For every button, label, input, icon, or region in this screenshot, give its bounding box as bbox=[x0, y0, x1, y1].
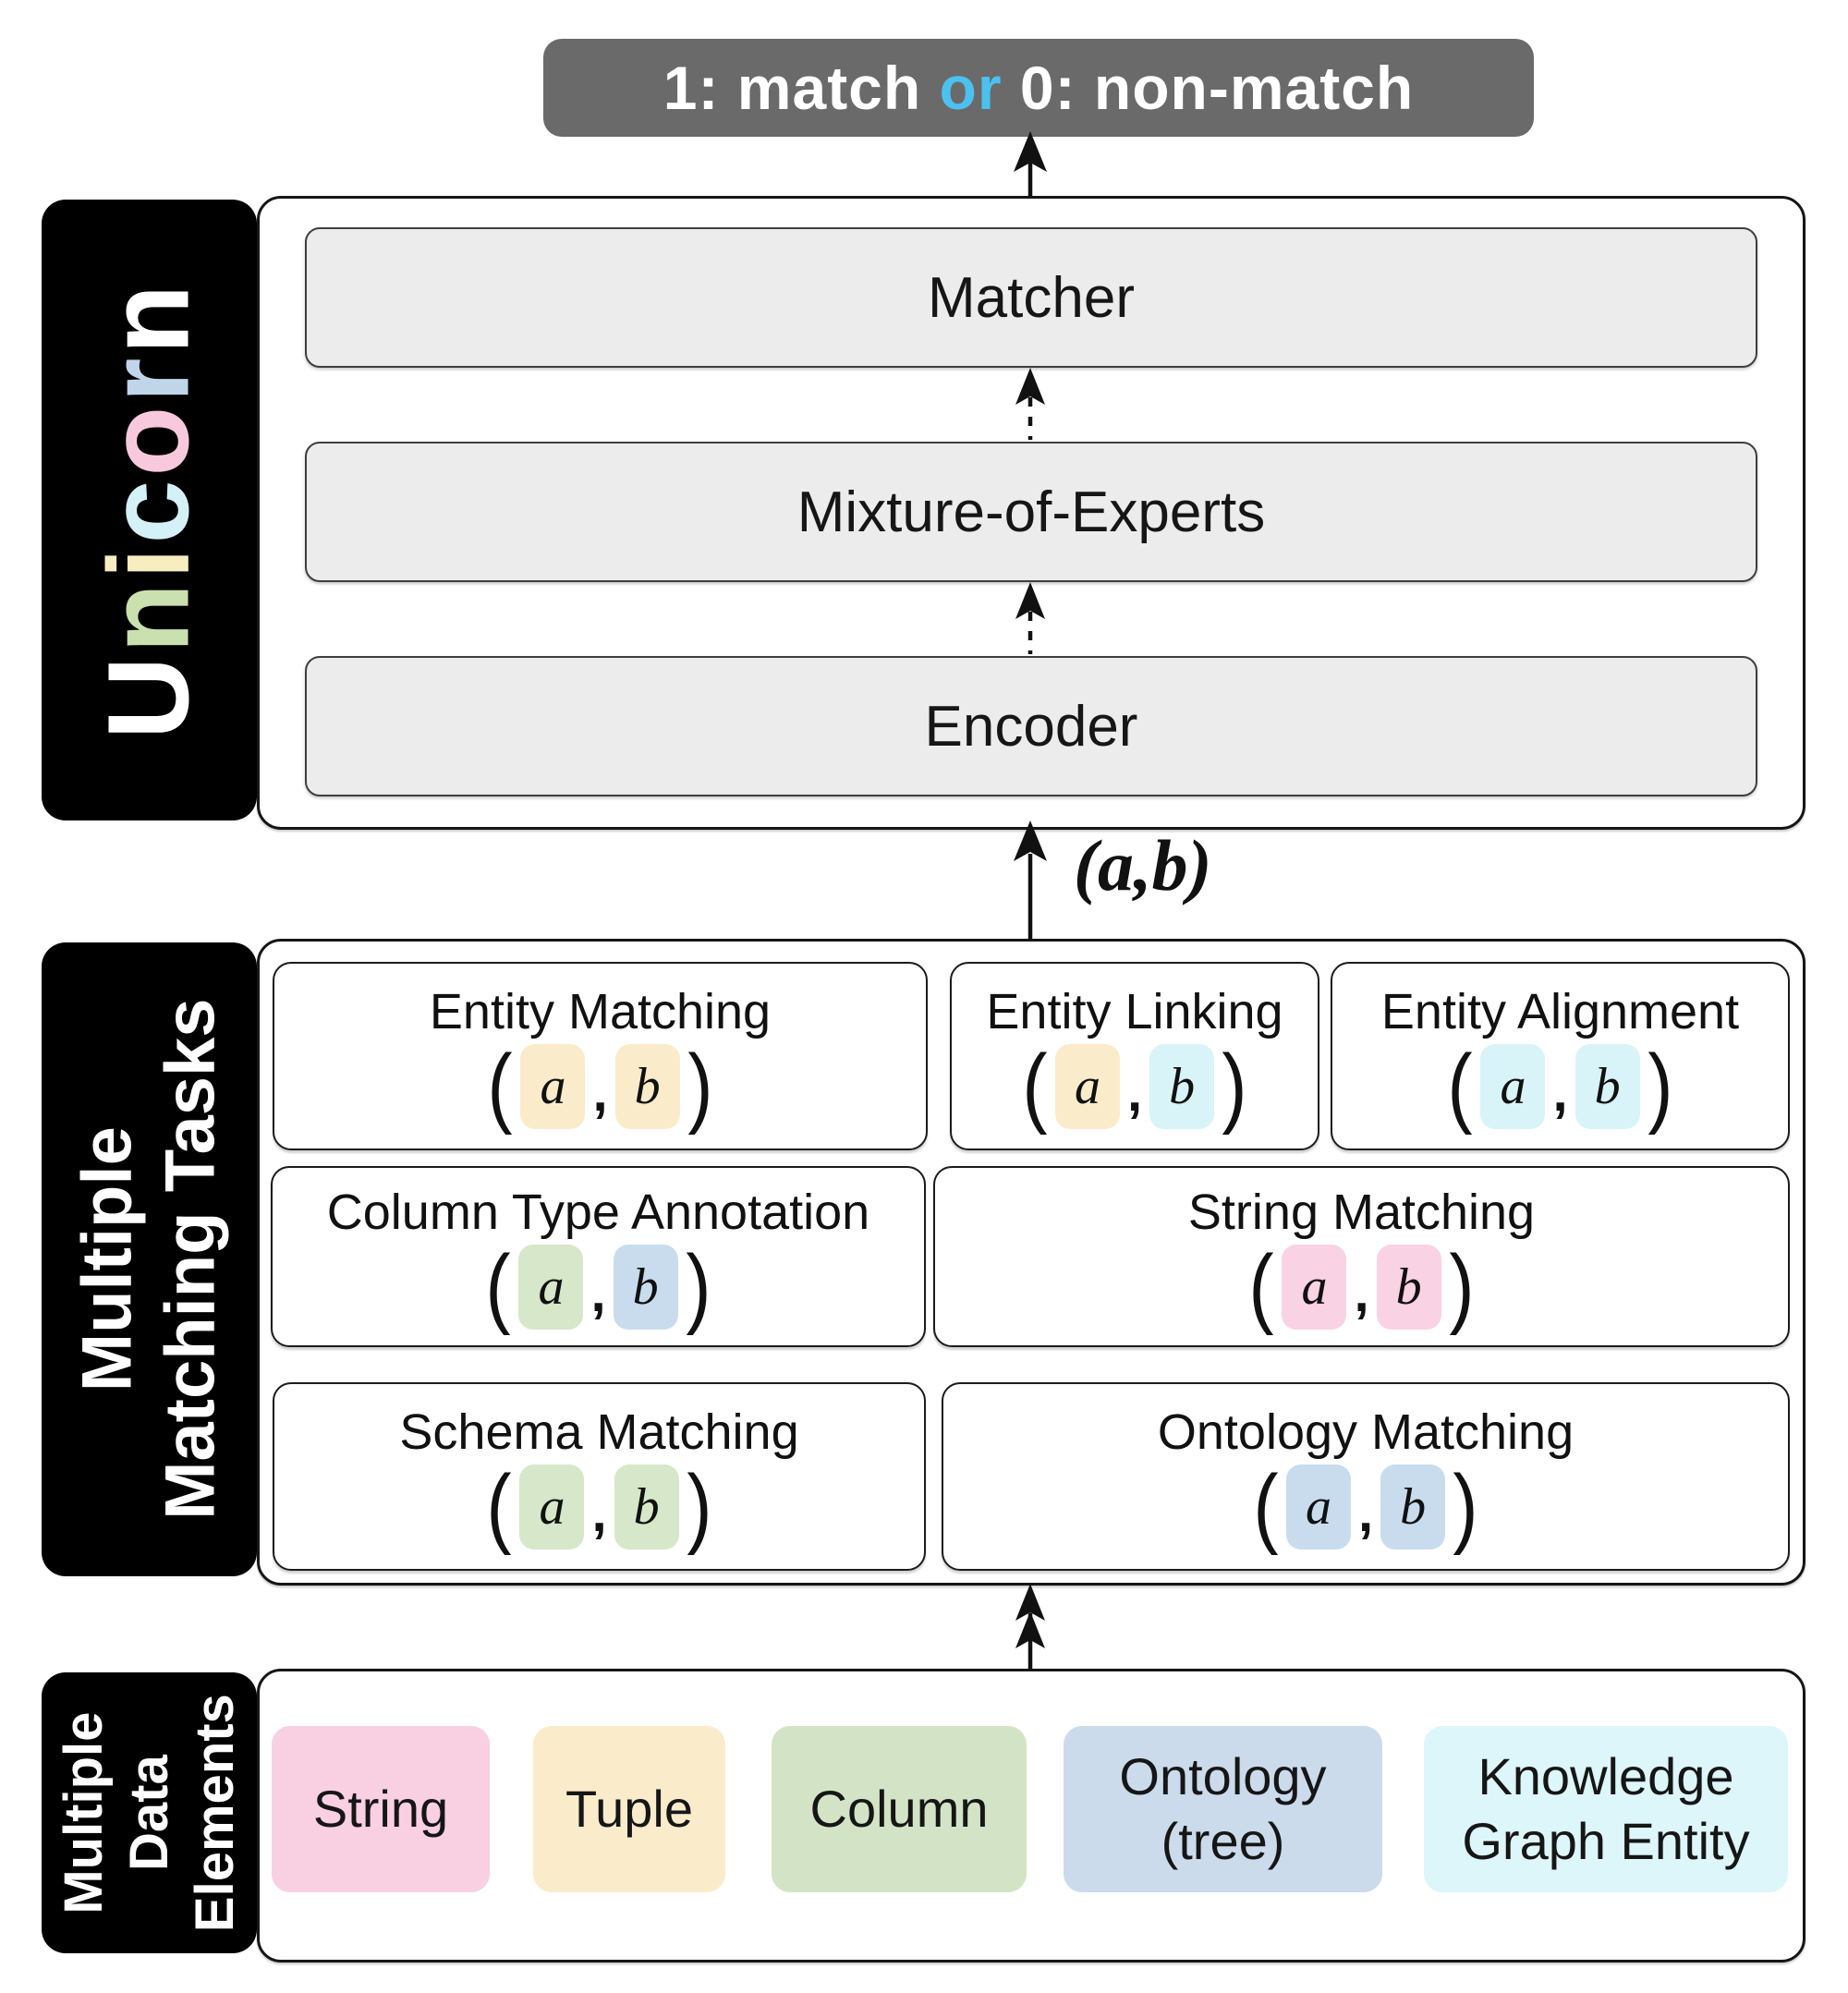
chip-a: a bbox=[519, 1464, 585, 1549]
unicorn-letter: n bbox=[85, 578, 213, 653]
pair-notation: ( a , b ) bbox=[486, 1456, 712, 1556]
task-title: Entity Linking bbox=[986, 984, 1283, 1039]
mixture-of-experts-label: Mixture-of-Experts bbox=[796, 480, 1266, 544]
chip-b: b bbox=[1574, 1044, 1640, 1129]
chip-b: b bbox=[1380, 1464, 1446, 1549]
pair-notation: ( a , b ) bbox=[1022, 1036, 1247, 1136]
task-column-type-annotation: Column Type Annotation ( a , b ) bbox=[271, 1166, 926, 1347]
chip-a: a bbox=[520, 1044, 586, 1129]
data-element-string: String bbox=[272, 1726, 490, 1892]
chip-a: a bbox=[1285, 1464, 1351, 1549]
chip-a: a bbox=[518, 1245, 584, 1330]
tasks-label-line1: Multiple bbox=[67, 1126, 147, 1392]
task-entity-alignment: Entity Alignment ( a , b ) bbox=[1331, 962, 1790, 1150]
arrow-encoder-to-moe bbox=[1015, 582, 1045, 654]
chip-a: a bbox=[1480, 1044, 1546, 1129]
task-title: Ontology Matching bbox=[1157, 1404, 1574, 1460]
chip-b: b bbox=[1149, 1044, 1215, 1129]
unicorn-wordmark: Unicorn bbox=[84, 281, 215, 740]
task-string-matching: String Matching ( a , b ) bbox=[933, 1166, 1790, 1347]
data-label-line1: Multiple bbox=[53, 1711, 114, 1914]
pair-notation: ( a , b ) bbox=[1447, 1036, 1673, 1136]
pair-notation: ( a , b ) bbox=[1248, 1236, 1475, 1336]
unicorn-letter: U bbox=[85, 652, 213, 740]
unicorn-letter: r bbox=[85, 354, 213, 403]
output-badge: 1: match or 0: non-match bbox=[543, 39, 1534, 137]
task-title: String Matching bbox=[1187, 1185, 1536, 1240]
pair-notation: ( a , b ) bbox=[487, 1036, 713, 1136]
matcher-label: Matcher bbox=[928, 265, 1135, 330]
arrow-data-to-tasks bbox=[1015, 1584, 1045, 1671]
matcher-box: Matcher bbox=[305, 227, 1757, 368]
arrow-tasks-to-unicorn bbox=[1014, 820, 1047, 941]
encoder-box: Encoder bbox=[305, 656, 1757, 796]
task-entity-matching: Entity Matching ( a , b ) bbox=[273, 962, 928, 1150]
task-title: Column Type Annotation bbox=[326, 1185, 870, 1240]
tasks-label-line2: Matching Tasks bbox=[151, 998, 230, 1521]
chip-a: a bbox=[1282, 1245, 1347, 1330]
mixture-of-experts-box: Mixture-of-Experts bbox=[305, 442, 1757, 582]
unicorn-letter: i bbox=[85, 543, 213, 579]
chip-b: b bbox=[1376, 1245, 1441, 1330]
data-element-column: Column bbox=[772, 1726, 1027, 1892]
chip-a: a bbox=[1054, 1044, 1120, 1129]
tasks-label: Multiple Matching Tasks bbox=[42, 942, 257, 1576]
chip-b: b bbox=[614, 1464, 679, 1549]
unicorn-letter: n bbox=[85, 280, 213, 355]
data-element-tuple: Tuple bbox=[533, 1726, 725, 1892]
badge-text-match: 1: match bbox=[663, 54, 940, 122]
unicorn-letter: o bbox=[85, 402, 213, 477]
pair-notation: ( a , b ) bbox=[1253, 1456, 1478, 1556]
encoder-label: Encoder bbox=[924, 694, 1138, 759]
pair-input-label: (a,b) bbox=[1074, 825, 1212, 905]
chip-b: b bbox=[613, 1245, 678, 1330]
data-label-line2: Data bbox=[118, 1755, 179, 1871]
task-title: Entity Matching bbox=[429, 984, 772, 1039]
badge-text-or: or bbox=[939, 54, 1003, 122]
task-title: Entity Alignment bbox=[1380, 984, 1740, 1039]
task-title: Schema Matching bbox=[399, 1404, 799, 1460]
task-ontology-matching: Ontology Matching ( a , b ) bbox=[942, 1382, 1790, 1571]
unicorn-letter: c bbox=[85, 476, 213, 544]
data-label-line3: Elements bbox=[183, 1694, 244, 1932]
chip-b: b bbox=[614, 1044, 680, 1129]
arrow-moe-to-matcher bbox=[1015, 368, 1045, 440]
data-elements-label: Multiple Data Elements bbox=[42, 1672, 257, 1953]
task-schema-matching: Schema Matching ( a , b ) bbox=[273, 1382, 926, 1571]
data-element-ontology: Ontology(tree) bbox=[1064, 1726, 1382, 1892]
pair-notation: ( a , b ) bbox=[485, 1236, 711, 1336]
unicorn-label: Unicorn bbox=[42, 200, 257, 820]
badge-text-nonmatch: 0: non-match bbox=[1002, 54, 1415, 122]
task-entity-linking: Entity Linking ( a , b ) bbox=[950, 962, 1319, 1150]
